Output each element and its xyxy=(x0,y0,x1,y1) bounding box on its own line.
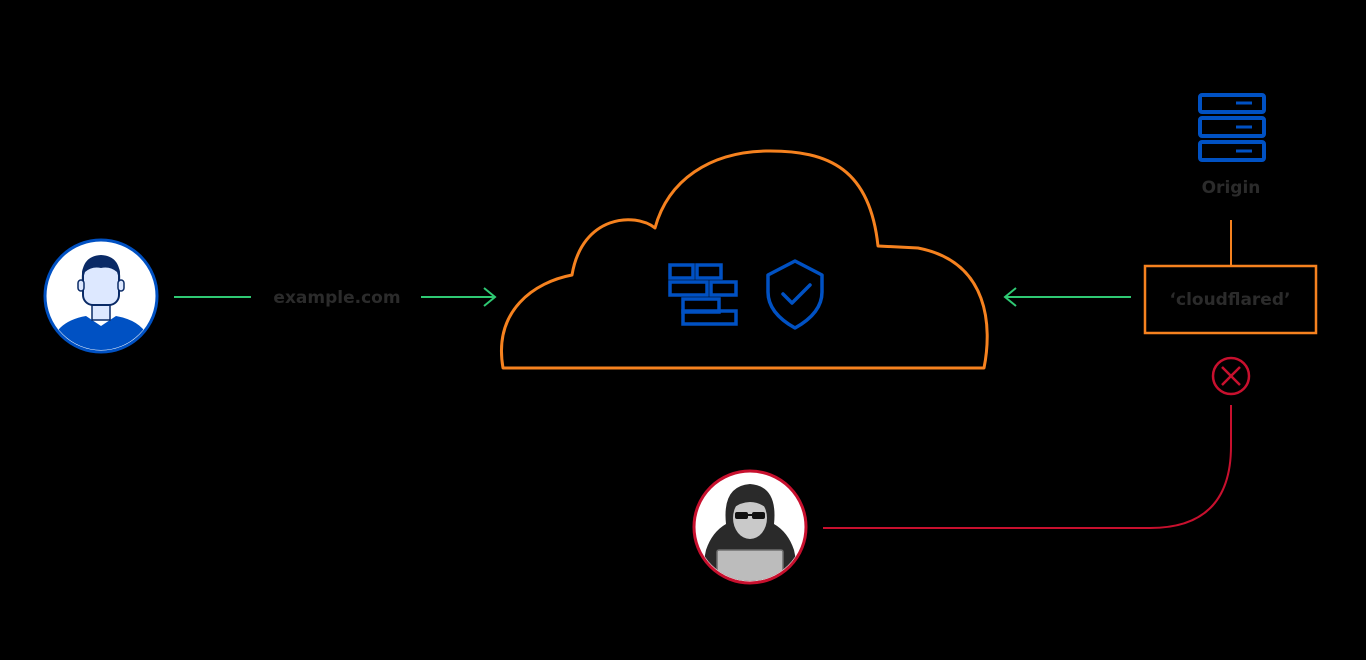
tunnel-arrow xyxy=(1003,287,1131,307)
firewall-icon xyxy=(668,263,738,326)
user-request-arrow xyxy=(174,287,497,307)
cloudflared-label: ‘cloudflared’ xyxy=(1170,290,1291,310)
origin-label: Origin xyxy=(1202,178,1261,198)
user-avatar-icon xyxy=(43,238,159,354)
request-label: example.com xyxy=(273,288,400,308)
shield-check-icon xyxy=(766,259,824,330)
hooded-hacker-icon xyxy=(692,469,808,585)
server-icon xyxy=(1198,93,1266,162)
cloudflare-cloud xyxy=(500,149,989,370)
cloudflared-box xyxy=(1143,264,1318,335)
attacker-path xyxy=(823,405,1232,529)
blocked-x-icon xyxy=(1211,356,1251,396)
